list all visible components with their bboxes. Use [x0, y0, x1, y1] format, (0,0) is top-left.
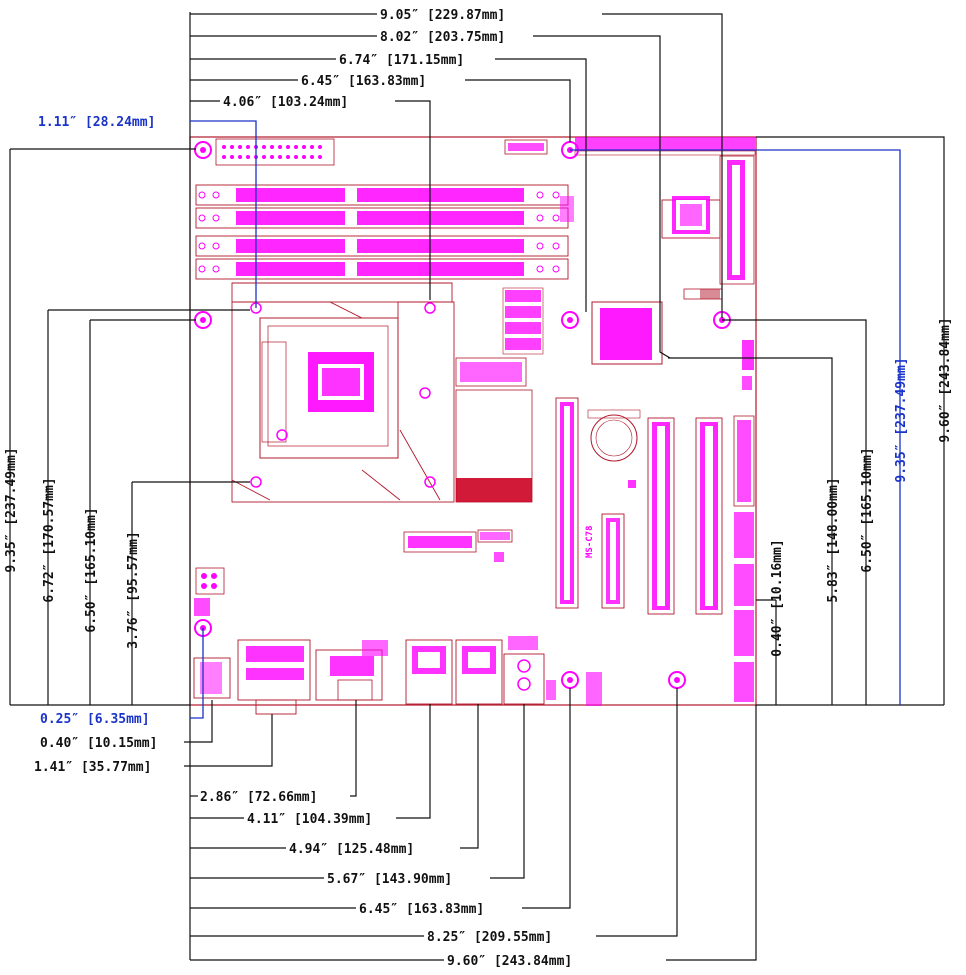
highlight-dimension-lines — [190, 120, 901, 719]
rear-io-connectors — [193, 636, 602, 715]
mounting-hole — [194, 141, 212, 159]
dimension-labels: 9.05″ [229.87mm] 8.02″ [203.75mm] 6.74″ … — [4, 8, 953, 969]
top-header-connector — [504, 139, 548, 155]
dim-label-bottom: 0.40″ [10.15mm] — [40, 736, 157, 751]
dimm-slots — [195, 184, 574, 280]
mounting-hole — [567, 317, 573, 323]
dim-label-left: 9.35″ [237.49mm] — [4, 447, 19, 572]
dimension-lines — [9, 12, 945, 961]
cmos-battery — [587, 409, 641, 488]
mounting-hole — [567, 677, 573, 683]
dim-label-right: 0.40″ [10.16mm] — [770, 539, 785, 656]
mini-pcie-slot — [455, 357, 533, 503]
left-small-header — [194, 567, 225, 616]
board-model-label: MS-C78 — [585, 525, 595, 558]
dim-label-right-highlight: 9.35″ [237.49mm] — [894, 357, 909, 482]
dim-label-top: 8.02″ [203.75mm] — [380, 30, 505, 45]
dim-label-right: 6.50″ [165.10mm] — [860, 447, 875, 572]
cpu-socket — [231, 282, 455, 503]
dim-label-bottom: 6.45″ [163.83mm] — [359, 902, 484, 917]
dim-label-bottom-highlight: 0.25″ [6.35mm] — [40, 712, 150, 727]
mounting-hole — [200, 147, 206, 153]
mounting-hole — [200, 317, 206, 323]
mounting-hole — [674, 677, 680, 683]
dim-label-right: 9.60″ [243.84mm] — [938, 317, 953, 442]
dim-label-left: 3.76″ [95.57mm] — [126, 531, 141, 648]
dim-label-left: 6.72″ [170.57mm] — [42, 477, 57, 602]
dim-label-bottom: 8.25″ [209.55mm] — [427, 930, 552, 945]
dim-label-top: 6.74″ [171.15mm] — [339, 53, 464, 68]
sata-connectors — [502, 287, 544, 355]
top-right-header-strip — [574, 137, 756, 156]
right-edge-connector — [683, 155, 755, 390]
expansion-slots — [555, 397, 755, 702]
dim-label-bottom: 4.94″ [125.48mm] — [289, 842, 414, 857]
dim-label-bottom: 1.41″ [35.77mm] — [34, 760, 151, 775]
dim-label-bottom: 4.11″ [104.39mm] — [247, 812, 372, 827]
dim-label-right: 5.83″ [148.00mm] — [826, 477, 841, 602]
dim-label-top: 4.06″ [103.24mm] — [223, 95, 348, 110]
dim-label-top: 6.45″ [163.83mm] — [301, 74, 426, 89]
dim-label-top: 9.05″ [229.87mm] — [380, 8, 505, 23]
dim-label-bottom: 2.86″ [72.66mm] — [200, 790, 317, 805]
mounting-hole — [561, 311, 579, 329]
motherboard: MS-C78 — [189, 136, 757, 715]
dim-label-bottom: 9.60″ [243.84mm] — [447, 954, 572, 969]
atx-power-connector — [215, 138, 335, 166]
dim-label-left: 6.50″ [165.10mm] — [84, 507, 99, 632]
chipset — [591, 196, 721, 365]
dim-label-top-highlight: 1.11″ [28.24mm] — [38, 115, 155, 130]
dim-label-bottom: 5.67″ [143.90mm] — [327, 872, 452, 887]
middle-header-connector — [403, 529, 513, 562]
